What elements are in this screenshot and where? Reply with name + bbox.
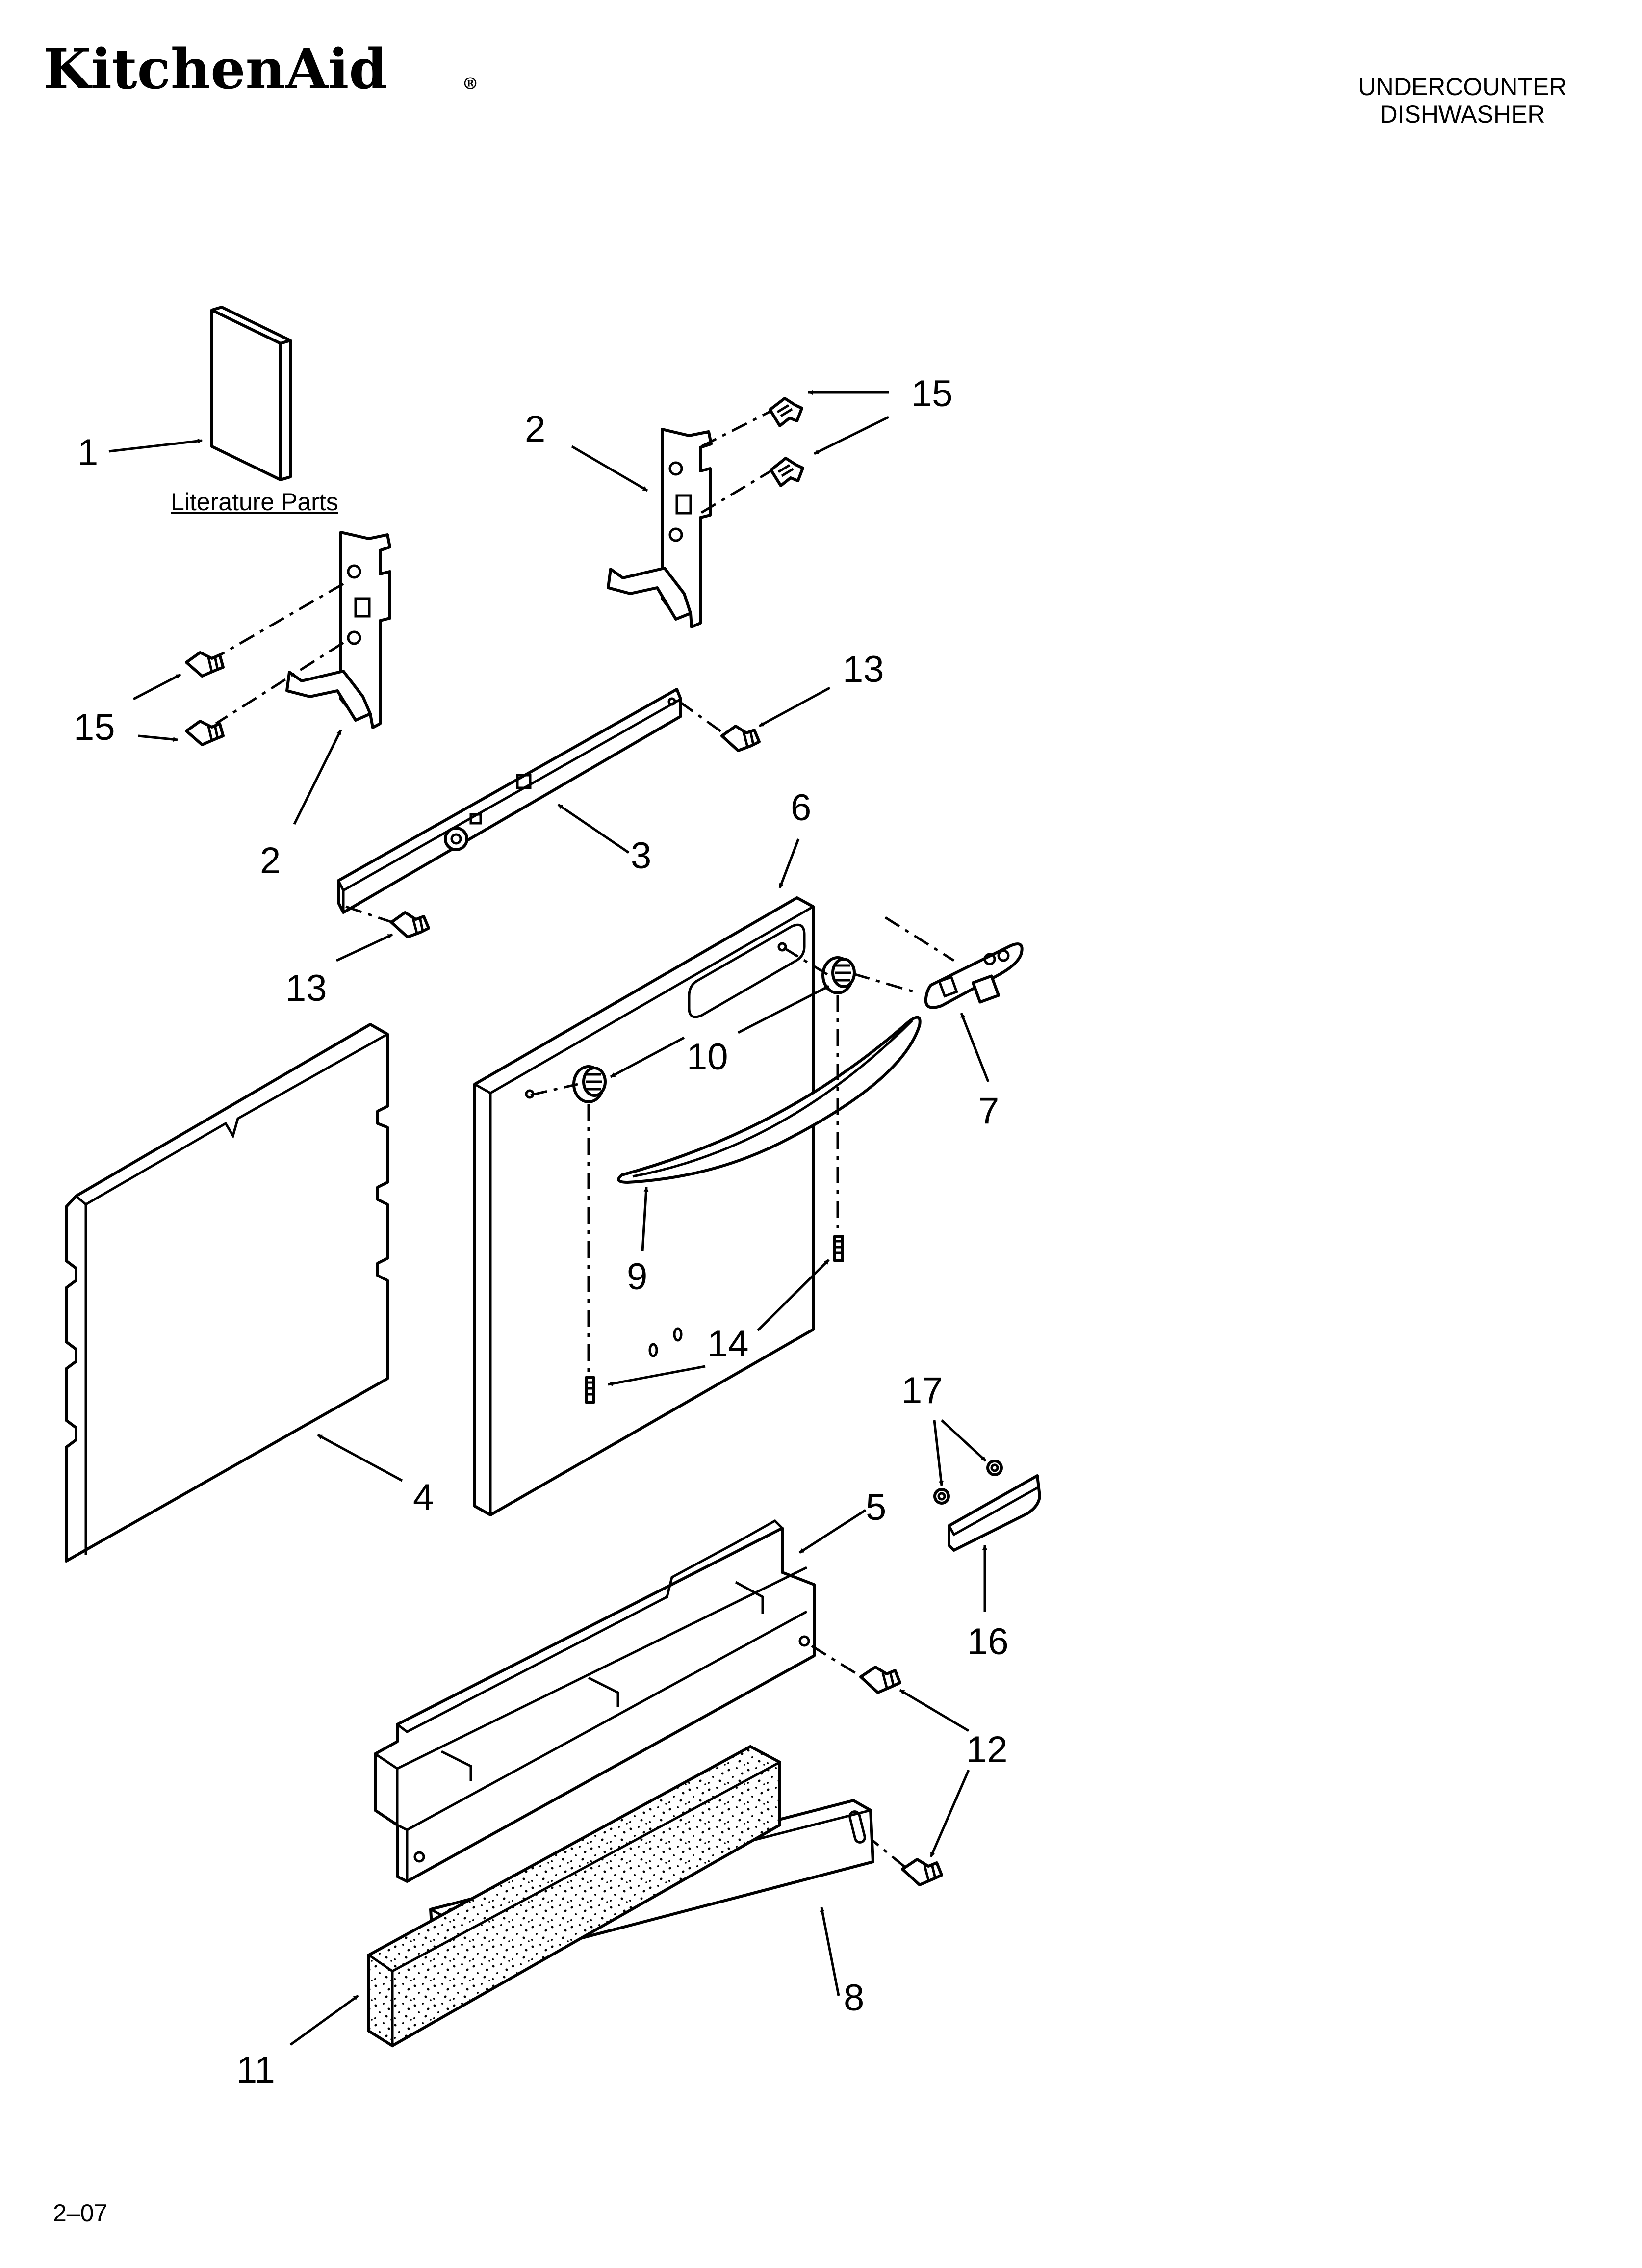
leader-line-11 [289, 1994, 359, 2046]
registered-mark: ® [462, 74, 479, 94]
callout-9: 9 [627, 1256, 647, 1298]
nut-17-left [933, 1488, 950, 1505]
door-hinge-bracket-right [607, 428, 713, 628]
handle-mount-10-left [572, 1065, 607, 1103]
screw-15-upper-a [769, 397, 803, 427]
control-badge-part-7 [924, 942, 1024, 1009]
leader-line-9 [641, 1187, 649, 1251]
product-type-line2: DISHWASHER [1380, 101, 1545, 128]
callout-11: 11 [236, 2049, 275, 2091]
trim-clip-part-16 [948, 1474, 1041, 1552]
leader-line-10a [610, 1036, 685, 1078]
leader-line-14a [608, 1365, 706, 1386]
leader-line-3 [557, 803, 630, 854]
leader-line-10b [737, 985, 830, 1034]
product-type-line1: UNDERCOUNTER [1359, 73, 1567, 101]
screw-15-lower-b [185, 720, 225, 746]
callout-16: 16 [967, 1621, 1009, 1663]
door-top-rail-part [337, 688, 682, 914]
leader-line-15b [132, 673, 181, 701]
door-handle-part-9 [617, 1016, 922, 1184]
leader-line-12a [899, 1689, 970, 1732]
stud-14-left [585, 1376, 595, 1404]
leader-line-15a-b [813, 416, 890, 455]
callout-4: 4 [413, 1477, 434, 1518]
leader-line-15b-b [138, 734, 178, 742]
literature-book-part [210, 306, 292, 481]
screw-12-upper [859, 1666, 901, 1694]
door-hinge-bracket-left [285, 531, 391, 729]
callout-3: 3 [631, 835, 651, 877]
screw-15-upper-b [770, 457, 804, 487]
callout-13a: 13 [843, 649, 884, 690]
leader-line-13a [758, 686, 831, 728]
literature-parts-label: Literature Parts [171, 488, 338, 516]
brand-name: KitchenAid [43, 37, 387, 102]
callout-2b: 2 [260, 840, 281, 882]
stud-14-right [833, 1235, 844, 1262]
callout-8: 8 [844, 1977, 864, 2019]
screw-15-lower-a [185, 651, 225, 678]
callout-17: 17 [901, 1370, 943, 1411]
callout-10: 10 [687, 1036, 728, 1078]
screw-13-upper [720, 725, 761, 752]
nut-17-right [986, 1460, 1003, 1476]
leader-line-8 [820, 1907, 840, 1996]
toe-panel-bracket-part-5 [374, 1519, 816, 1883]
leader-line-5 [798, 1509, 867, 1554]
brand-logo: KitchenAid ® [43, 37, 479, 102]
leader-line-14b [757, 1259, 830, 1331]
outer-door-panel-part-6 [473, 896, 815, 1516]
callout-13b: 13 [285, 967, 327, 1009]
callout-15b: 15 [74, 706, 115, 748]
callout-7: 7 [978, 1090, 999, 1132]
callout-14: 14 [707, 1323, 749, 1365]
callout-2a: 2 [525, 408, 545, 450]
callout-15a: 15 [911, 373, 953, 415]
leader-line-7 [960, 1013, 990, 1082]
leader-line-2b [293, 729, 342, 825]
leader-line-17b [941, 1419, 987, 1462]
leader-line-1 [108, 439, 203, 453]
screw-13-lower [390, 911, 430, 938]
screw-12-lower [901, 1858, 943, 1886]
leader-line-2a [571, 445, 648, 492]
callout-5: 5 [866, 1486, 886, 1528]
door-panel-part-4 [65, 1023, 389, 1563]
callout-1: 1 [77, 432, 98, 473]
callout-12: 12 [966, 1729, 1008, 1771]
leader-line-12b [929, 1770, 970, 1857]
leader-line-4 [317, 1434, 403, 1482]
leader-line-13b [335, 933, 393, 962]
leader-line-17a [933, 1420, 944, 1486]
page-code: 2–07 [53, 2199, 107, 2227]
insulation-foam-part-11 [367, 1745, 781, 2048]
leader-line-6 [778, 838, 800, 888]
callout-6: 6 [791, 787, 811, 829]
